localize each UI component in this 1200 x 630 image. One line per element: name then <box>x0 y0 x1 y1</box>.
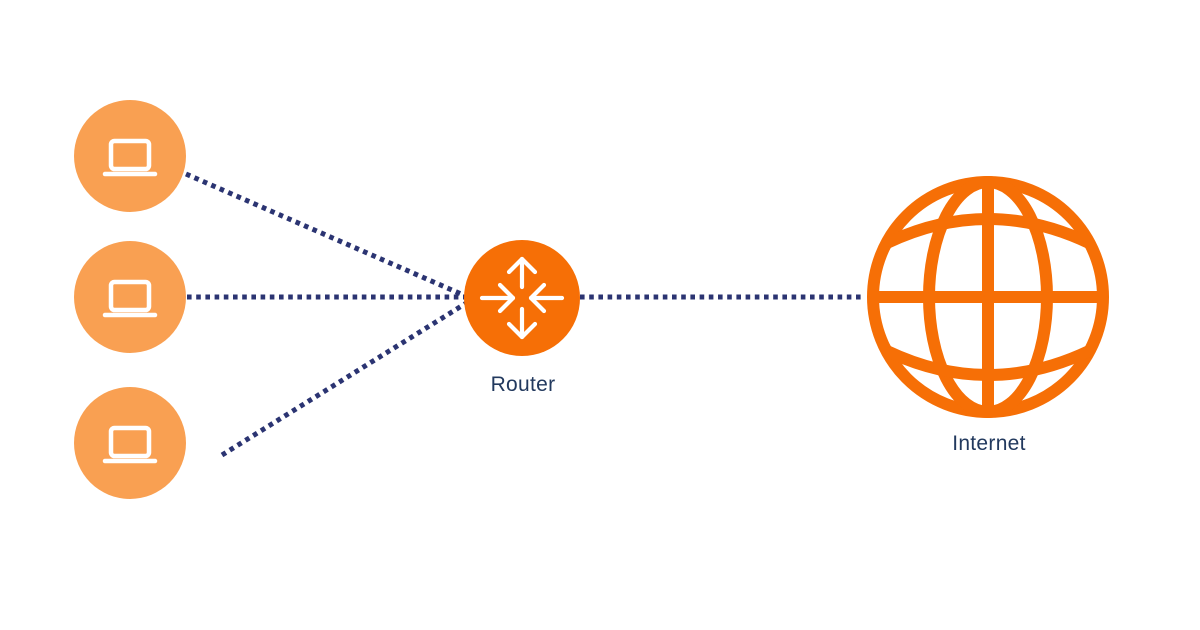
laptop-icon <box>102 138 158 177</box>
connector-device3-router <box>220 299 470 458</box>
crossed-arrows-icon <box>479 256 565 340</box>
internet-label: Internet <box>952 432 1026 455</box>
device-node-1 <box>74 100 186 212</box>
laptop-icon <box>102 425 158 464</box>
router-label: Router <box>490 373 556 396</box>
router-node <box>464 240 580 356</box>
device-circle <box>74 241 186 353</box>
globe-icon <box>867 176 1109 418</box>
connector-lines <box>185 171 863 458</box>
device-node-2 <box>74 241 186 353</box>
device-circle <box>74 387 186 499</box>
internet-node <box>867 176 1109 418</box>
laptop-icon <box>102 279 158 318</box>
connector-device1-router <box>185 171 469 300</box>
router-circle <box>464 240 580 356</box>
device-node-3 <box>74 387 186 499</box>
device-circle <box>74 100 186 212</box>
